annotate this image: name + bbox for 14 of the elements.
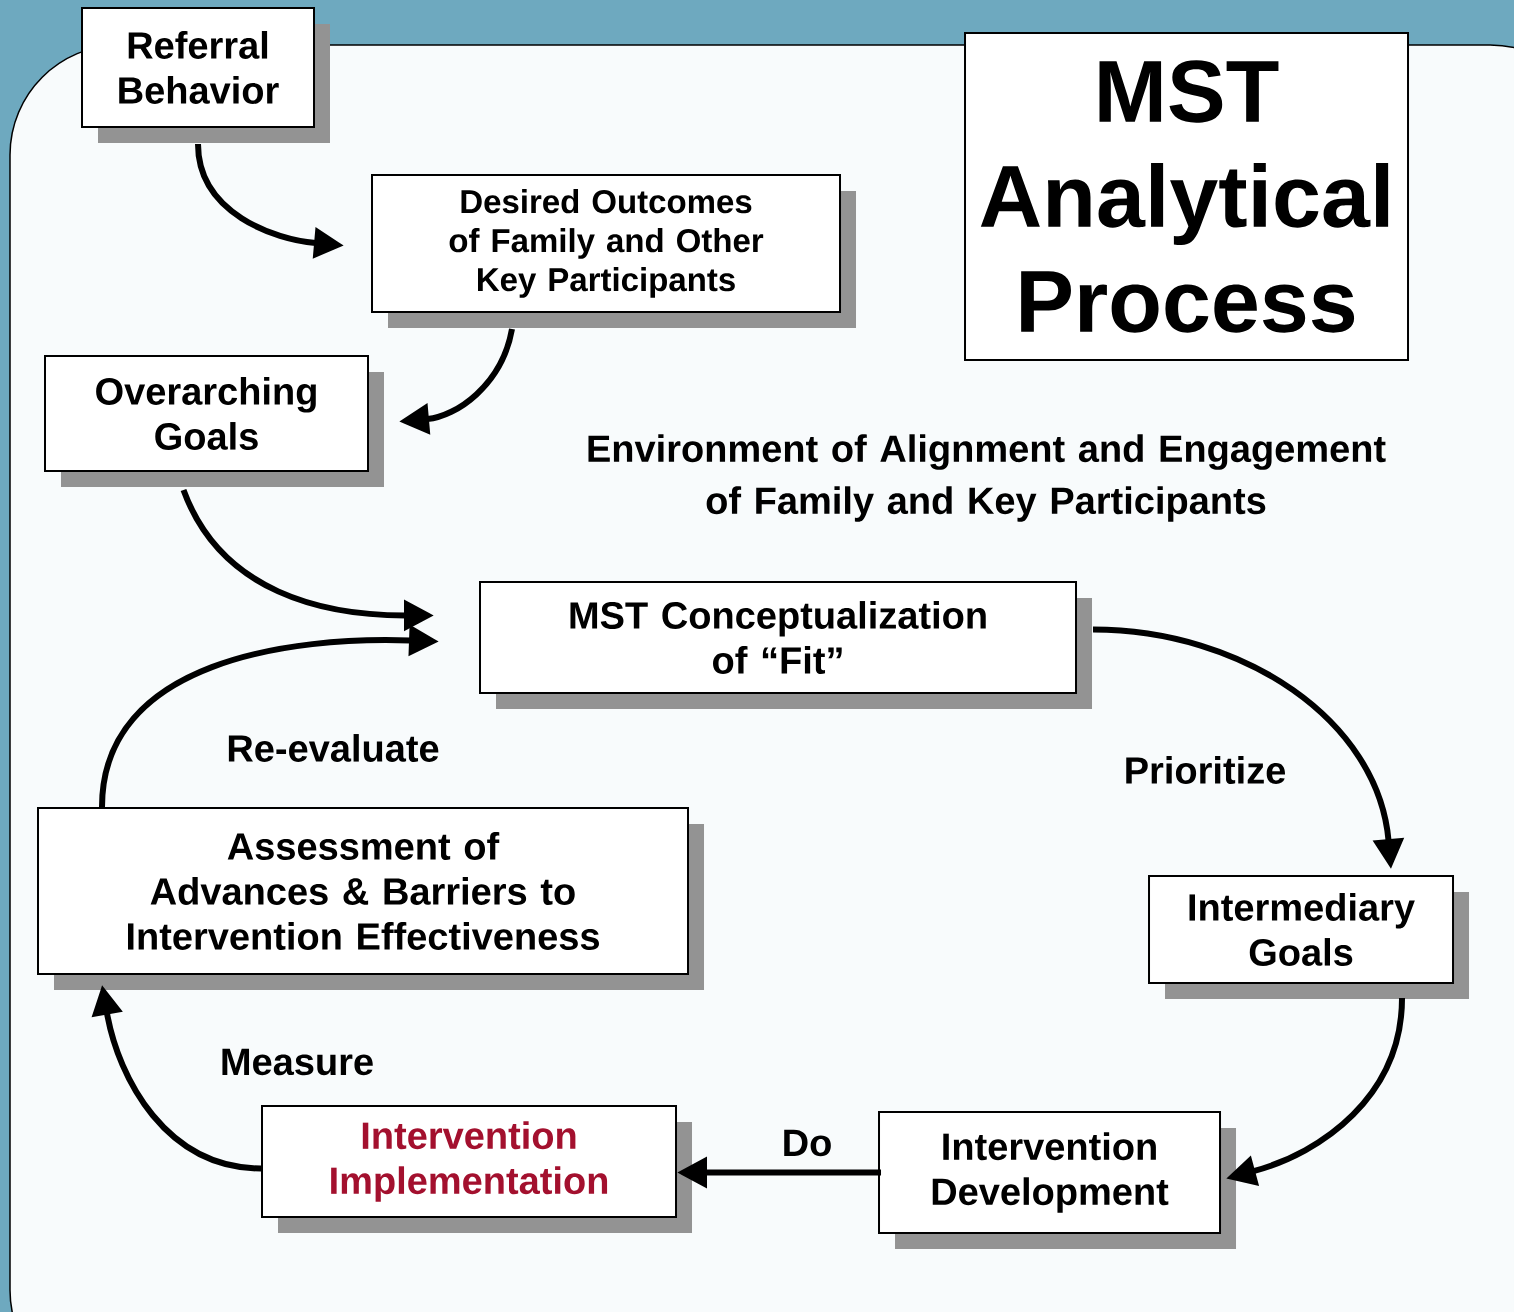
edge-label: Do: [784, 1129, 831, 1157]
process-box: Desired Outcomes of Family and Other Key Participants: [371, 174, 856, 328]
edge-label: Re-evaluate: [228, 734, 439, 762]
title-box: MST Analytical Process: [964, 32, 1409, 361]
caption-text: Environment of Alignment and Engagement of Family and Key Participants: [588, 434, 1386, 522]
process-box: MST Conceptualization of “Fit”: [479, 581, 1092, 709]
edge-label: Measure: [222, 1048, 373, 1076]
process-box: Intervention Implementation: [261, 1105, 692, 1233]
edge-label: Prioritize: [1126, 756, 1286, 784]
process-box: Intervention Development: [878, 1111, 1236, 1249]
process-box: Overarching Goals: [44, 355, 384, 487]
process-box: Assessment of Advances & Barriers to Intervention Effectiveness: [37, 807, 704, 990]
process-box: Intermediary Goals: [1148, 875, 1469, 999]
process-box: Referral Behavior: [81, 7, 330, 143]
